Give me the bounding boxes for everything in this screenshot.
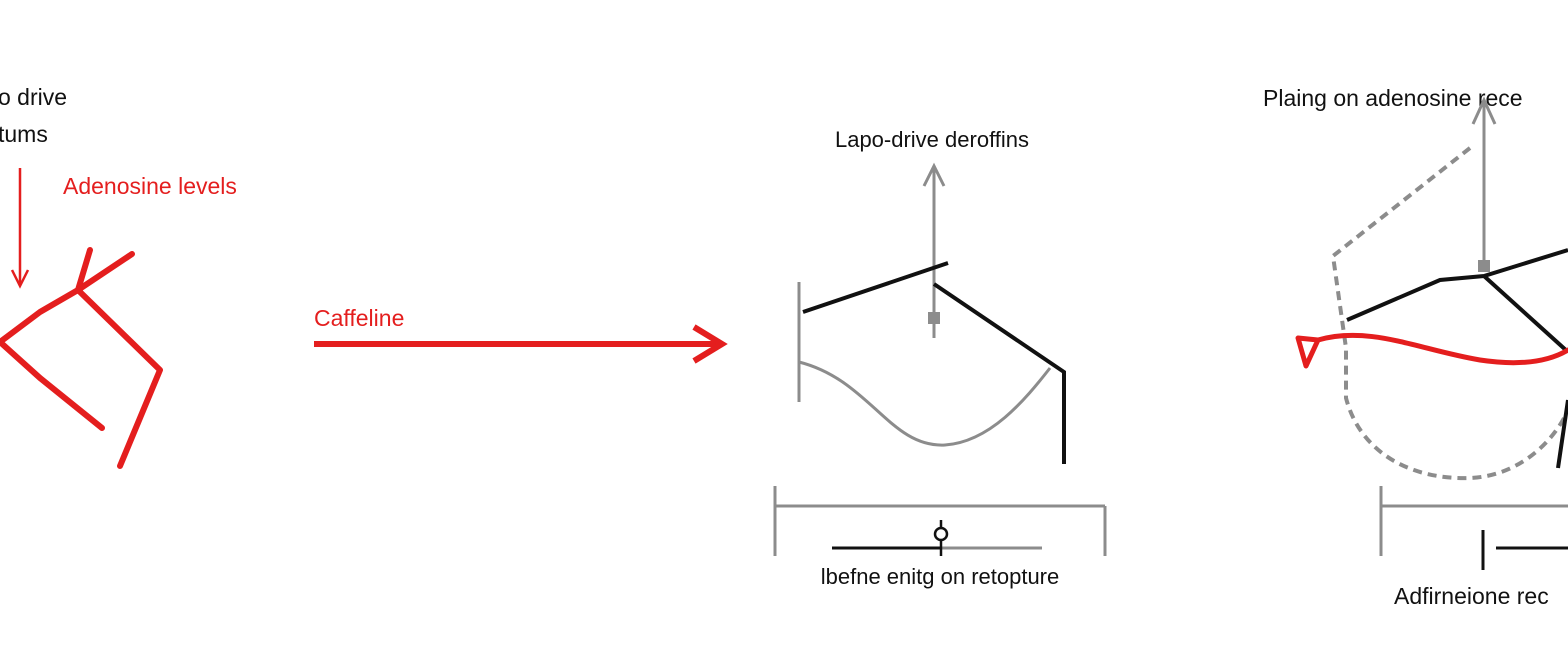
right-up-arrow <box>1471 96 1497 272</box>
left-text-line1: o drive <box>0 84 67 110</box>
center-top-label: Lapo-drive deroffins <box>835 127 1029 152</box>
caffeine-arrow: Caffeline <box>314 305 728 364</box>
right-black-structure <box>1346 248 1568 469</box>
left-down-arrow <box>10 168 30 289</box>
caffeine-label: Caffeline <box>314 305 404 331</box>
right-bottom-label: Adfirneione rec <box>1394 583 1549 609</box>
right-panel: Plaing on adenosine rece Adfirneione rec <box>1263 85 1568 609</box>
left-text-line2: tums <box>0 121 48 147</box>
center-up-arrow <box>922 162 946 338</box>
left-panel: o drive tums Adenosine levels <box>0 84 237 469</box>
right-arrow-marker <box>1478 260 1490 272</box>
adenosine-red-figure <box>0 247 163 469</box>
right-dashed-outline <box>1330 146 1568 481</box>
center-black-structure <box>802 261 1066 464</box>
right-bottom-scale <box>1379 486 1568 570</box>
center-bottom-label: lbefne enitg on retopture <box>821 564 1060 589</box>
center-gray-curve <box>798 360 1052 447</box>
center-arrow-marker <box>928 312 940 324</box>
center-bottom-scale <box>773 486 1107 556</box>
right-red-line <box>1295 332 1568 369</box>
adenosine-levels-label: Adenosine levels <box>63 173 237 199</box>
center-panel: Lapo-drive deroffins lbefne enitg on ret… <box>773 127 1107 589</box>
